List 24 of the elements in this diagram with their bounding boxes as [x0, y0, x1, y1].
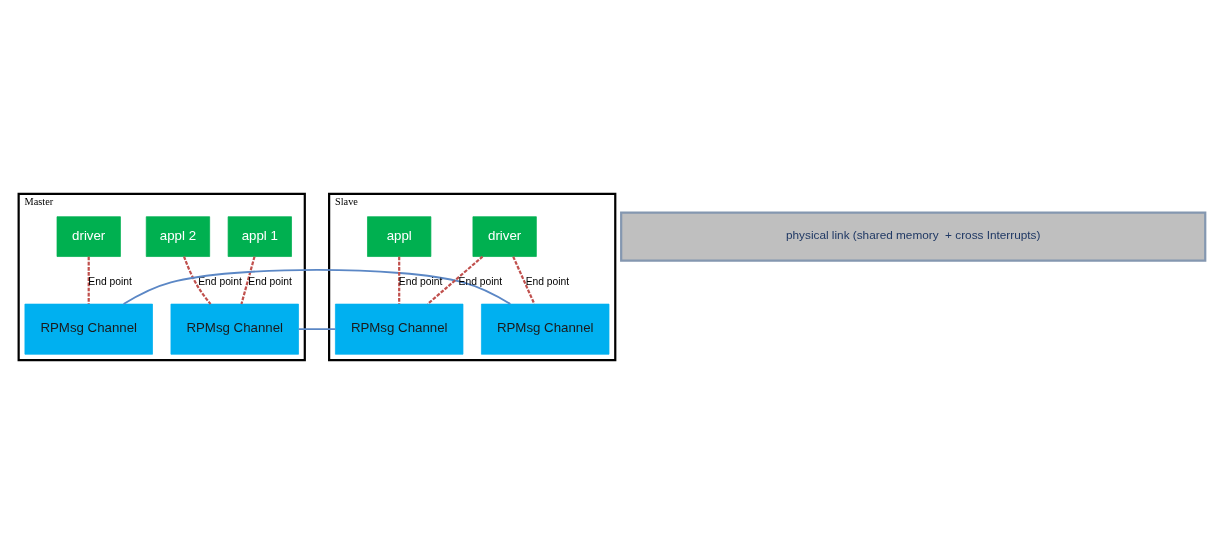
node-box: RPMsg Channel [335, 303, 464, 355]
node-box: RPMsg Channel [481, 303, 610, 355]
edge-label: End point [398, 275, 443, 287]
edge-label: End point [248, 275, 292, 287]
connector [426, 255, 484, 305]
node-box: driver [472, 215, 537, 257]
connector [398, 256, 401, 304]
node-box: RPMsg Channel [24, 303, 153, 355]
edge-label: End point [88, 275, 132, 287]
connector [87, 256, 90, 304]
connector [183, 255, 212, 305]
node-box: appl 2 [145, 215, 211, 257]
node-box: appl [367, 215, 432, 257]
connector [297, 327, 337, 330]
connector [122, 268, 512, 305]
node-box: RPMsg Channel [170, 303, 299, 355]
connector [512, 255, 536, 304]
node-box: physical link (shared memory + cross Interrupts) [620, 211, 1207, 262]
edge-label: End point [525, 275, 570, 287]
node-box: driver [56, 215, 121, 257]
edge-label: End point [198, 275, 242, 287]
node-box: appl 1 [227, 215, 292, 257]
edge-label: End point [458, 275, 503, 287]
connector [240, 255, 256, 304]
